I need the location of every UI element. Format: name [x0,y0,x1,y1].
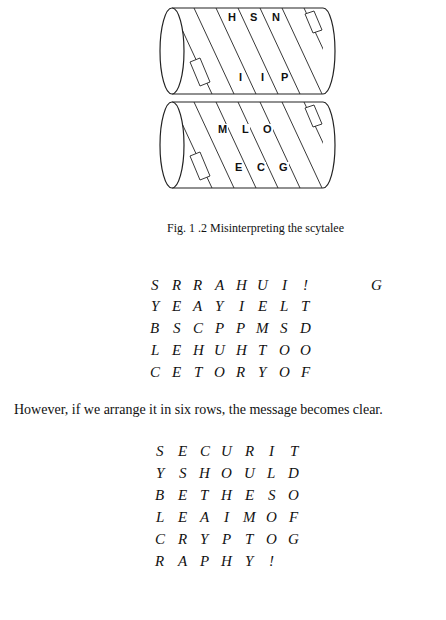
strip-letter: M [217,124,228,135]
grid-letter: T [258,343,266,358]
grid-letter: B [155,488,164,503]
strip-letter: C [256,162,266,173]
grid-letter: Y [215,299,223,314]
scytale-cylinder [160,102,344,188]
grid-letter: C [150,365,160,380]
strip-letter: N [271,12,281,23]
grid-letter: D [288,466,299,481]
grid-letter: T [194,365,202,380]
grid-letter: O [279,343,290,358]
grid-letter: L [267,466,275,481]
grid-letter: I [282,278,287,293]
grid-letter: P [222,532,231,547]
figure-caption: Fig. 1 .2 Misinterpreting the scytalee [167,222,344,234]
grid-letter: L [151,343,159,358]
grid-letter: S [156,444,164,459]
grid-letter: S [268,488,276,503]
grid-letter: U [257,278,268,293]
scytale-cylinder [160,8,344,94]
strip-letter: H [227,12,237,23]
strip-letter: P [280,72,289,83]
grid-letter: O [300,343,311,358]
grid-letter: Y [151,299,159,314]
grid-letter: C [155,532,165,547]
grid-letter: ! [303,278,308,293]
strip-letter: E [234,162,243,173]
grid-letter: G [288,532,299,547]
grid-letter: H [193,343,204,358]
grid-letter: E [172,299,181,314]
grid-letter: C [200,444,210,459]
grid-letter: T [200,488,208,503]
grid-letter: H [221,554,232,569]
grid-letter: E [172,343,181,358]
grid-letter: S [173,321,181,336]
grid-letter: R [155,554,164,569]
grid-letter: O [266,532,277,547]
body-text: However, if we arrange it in six rows, t… [14,403,383,417]
grid-letter: O [288,488,299,503]
strip-letter: G [278,162,289,173]
grid-letter: O [266,510,277,525]
grid-letter: E [178,444,187,459]
grid-letter: A [193,299,202,314]
grid-letter: I [269,444,274,459]
grid-letter: H [199,466,210,481]
grid-letter: F [301,365,310,380]
grid-letter: R [172,278,181,293]
grid-letter: I [239,299,244,314]
grid-letter: T [301,299,309,314]
grid-letter: G [371,278,382,293]
grid-letter: A [200,510,209,525]
grid-letter: C [193,321,203,336]
grid-letter: U [221,444,232,459]
grid-letter: E [178,510,187,525]
grid-letter: T [290,444,298,459]
grid-letter: H [236,278,247,293]
grid-letter: A [178,554,187,569]
grid-letter: M [243,510,256,525]
grid-letter: P [215,321,224,336]
grid-letter: H [236,343,247,358]
grid-letter: R [236,365,245,380]
grid-letter: O [279,365,290,380]
grid-letter: T [245,532,253,547]
grid-letter: P [200,554,209,569]
grid-letter: E [172,365,181,380]
grid-letter: S [280,321,288,336]
grid-letter: S [151,278,159,293]
grid-letter: H [221,488,232,503]
grid-letter: P [236,321,245,336]
strip-letter: L [241,124,250,135]
strip-letter: I [260,72,265,83]
strip-letter: O [262,124,273,135]
grid-letter: B [150,321,159,336]
grid-letter: S [179,466,187,481]
grid-letter: I [224,510,229,525]
grid-letter: F [289,510,298,525]
strip-letter: S [249,12,258,23]
grid-letter: E [178,488,187,503]
grid-letter: A [215,278,224,293]
grid-letter: R [193,278,202,293]
grid-letter: O [221,466,232,481]
grid-letter: Y [156,466,164,481]
grid-letter: Y [245,554,253,569]
grid-letter: M [256,321,269,336]
grid-letter: Y [200,532,208,547]
grid-letter: U [214,343,225,358]
grid-letter: ! [269,554,274,569]
grid-letter: L [156,510,164,525]
grid-letter: Y [258,365,266,380]
strip-letter: I [238,72,243,83]
grid-letter: D [300,321,311,336]
grid-letter: U [244,466,255,481]
grid-letter: L [280,299,288,314]
grid-letter: E [258,299,267,314]
grid-letter: E [245,488,254,503]
grid-letter: R [178,532,187,547]
grid-letter: R [245,444,254,459]
grid-letter: O [214,365,225,380]
